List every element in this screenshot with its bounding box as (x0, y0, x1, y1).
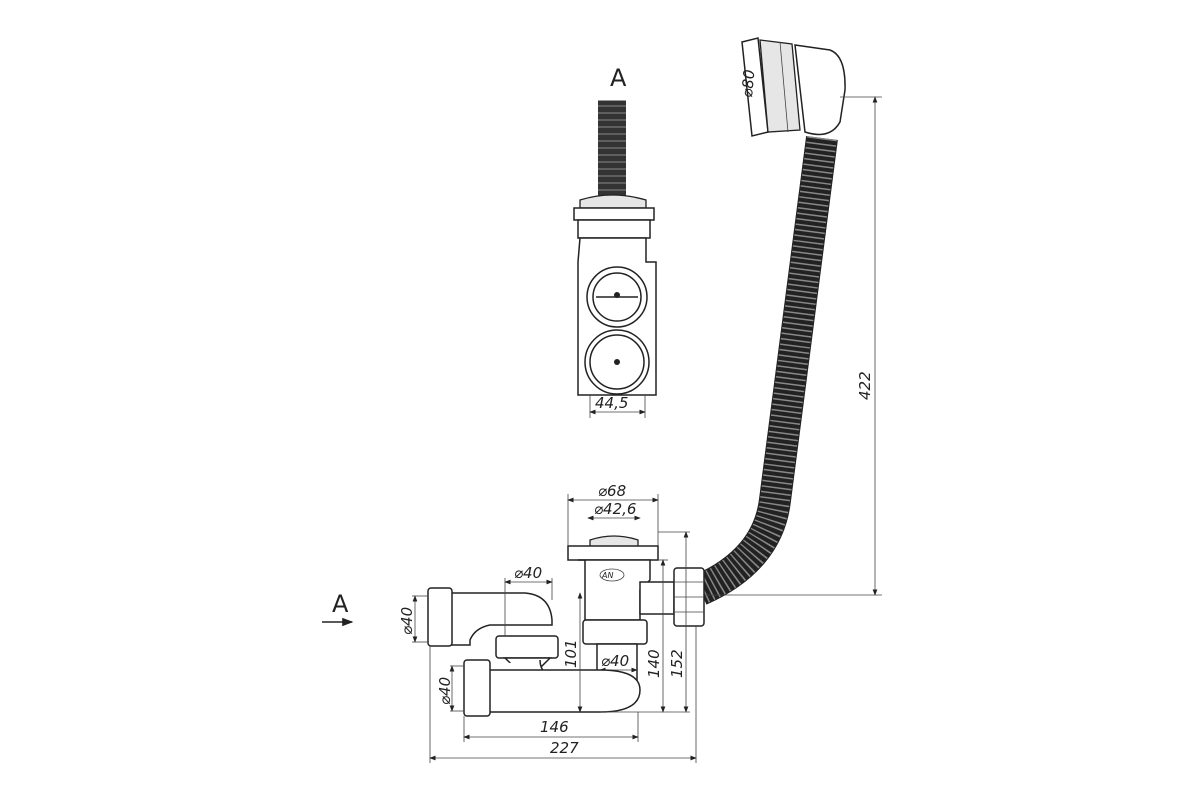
dim-overflow-diameter: ⌀80 (738, 69, 758, 99)
dim-hose-height: 422 (856, 371, 874, 400)
dim-tail-diameter: ⌀40 (601, 652, 629, 670)
dim-height-140: 140 (645, 649, 663, 678)
view-a-overflow: A 44,5 (573, 64, 657, 418)
dim-overflow-width: 44,5 (595, 394, 628, 412)
dim-inlet-diameter: ⌀40 (398, 607, 416, 635)
dim-outlet-diameter: ⌀40 (436, 677, 454, 705)
corrugated-hose (693, 135, 838, 605)
dim-waste-outer: ⌀68 (598, 482, 626, 500)
view-label-side: A (332, 590, 349, 618)
view-label-top: A (610, 64, 627, 92)
overflow-head: ⌀80 (738, 37, 846, 137)
dim-height-152: 152 (668, 649, 686, 678)
dim-total-width: 227 (550, 739, 579, 757)
dim-width-146: 146 (540, 718, 569, 736)
dim-waste-inner: ⌀42,6 (594, 500, 636, 518)
brand-logo: AN (601, 571, 613, 580)
dim-trap-pipe: ⌀40 (514, 564, 542, 582)
dim-trap-height: 101 (562, 639, 580, 668)
